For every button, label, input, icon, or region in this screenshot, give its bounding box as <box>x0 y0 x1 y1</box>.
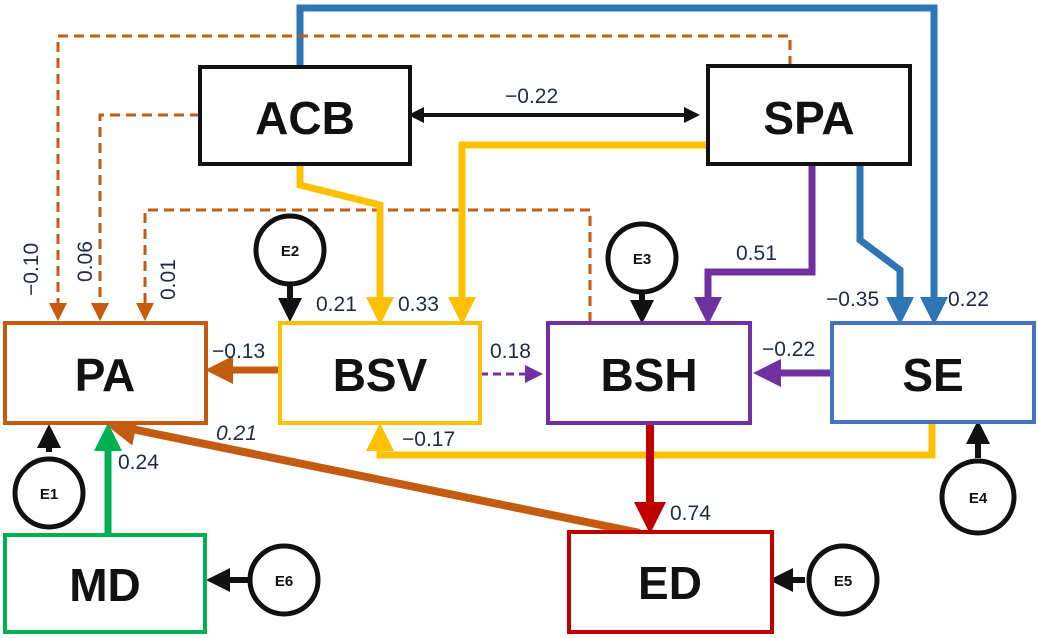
error-e3-label: E3 <box>633 251 651 268</box>
error-e1: E1 <box>12 456 86 530</box>
error-e5-label: E5 <box>834 573 852 590</box>
node-se: SE <box>830 321 1036 424</box>
path-acb-se <box>296 4 948 325</box>
error-e6: E6 <box>247 543 321 617</box>
node-bsh-label: BSH <box>600 349 697 401</box>
node-spa-label: SPA <box>763 92 854 144</box>
error-e2: E2 <box>253 213 327 287</box>
coef-spa-se: −0.35 <box>826 288 879 311</box>
node-pa-label: PA <box>75 349 136 401</box>
node-bsv: BSV <box>278 321 482 425</box>
node-ed-label: ED <box>638 557 702 609</box>
coef-ed-pa: 0.21 <box>216 422 257 445</box>
node-spa: SPA <box>706 64 912 166</box>
node-acb-label: ACB <box>255 92 355 144</box>
coef-acb-se: 0.22 <box>948 288 989 311</box>
coef-bsv-pa: −0.13 <box>212 340 265 363</box>
coef-acb-bsv: 0.21 <box>316 293 357 316</box>
path-acb-bsv <box>296 166 394 325</box>
node-acb: ACB <box>198 65 412 166</box>
coef-spa-bsh: 0.51 <box>736 242 777 265</box>
coef-spa-pa: −0.10 <box>20 243 43 296</box>
coef-spa-bsv: 0.33 <box>398 293 439 316</box>
coef-se-bsv: −0.17 <box>402 428 455 451</box>
coef-bsh-pa: 0.01 <box>157 259 180 300</box>
coef-acb-pa: 0.06 <box>74 241 97 282</box>
error-e6-label: E6 <box>275 573 293 590</box>
coef-md-pa: 0.24 <box>118 451 159 474</box>
path-bsh-pa <box>136 208 592 322</box>
path-acb-pa <box>91 113 200 321</box>
error-e1-label: E1 <box>40 486 58 503</box>
node-pa: PA <box>3 321 208 425</box>
coef-se-bsh: −0.22 <box>762 338 815 361</box>
node-ed: ED <box>567 530 774 634</box>
path-spa-bsv <box>448 141 708 325</box>
path-spa-bsh <box>694 165 816 325</box>
error-e2-label: E2 <box>281 243 299 260</box>
path-se-bsv <box>366 422 936 459</box>
error-e3: E3 <box>605 221 679 295</box>
error-e5: E5 <box>806 543 880 617</box>
node-md: MD <box>3 533 207 634</box>
path-spa-se <box>856 165 914 325</box>
error-e4-label: E4 <box>969 490 988 507</box>
path-spa-pa <box>49 34 792 321</box>
node-md-label: MD <box>69 559 141 611</box>
error-e4: E4 <box>939 458 1017 536</box>
node-se-label: SE <box>902 349 963 401</box>
path-ed-pa <box>104 414 641 537</box>
coef-bsh-ed: 0.74 <box>670 502 711 525</box>
node-bsh: BSH <box>546 321 752 425</box>
coef-bsv-bsh: 0.18 <box>490 340 531 363</box>
node-bsv-label: BSV <box>333 349 428 401</box>
coef-acb-spa: −0.22 <box>505 85 558 108</box>
